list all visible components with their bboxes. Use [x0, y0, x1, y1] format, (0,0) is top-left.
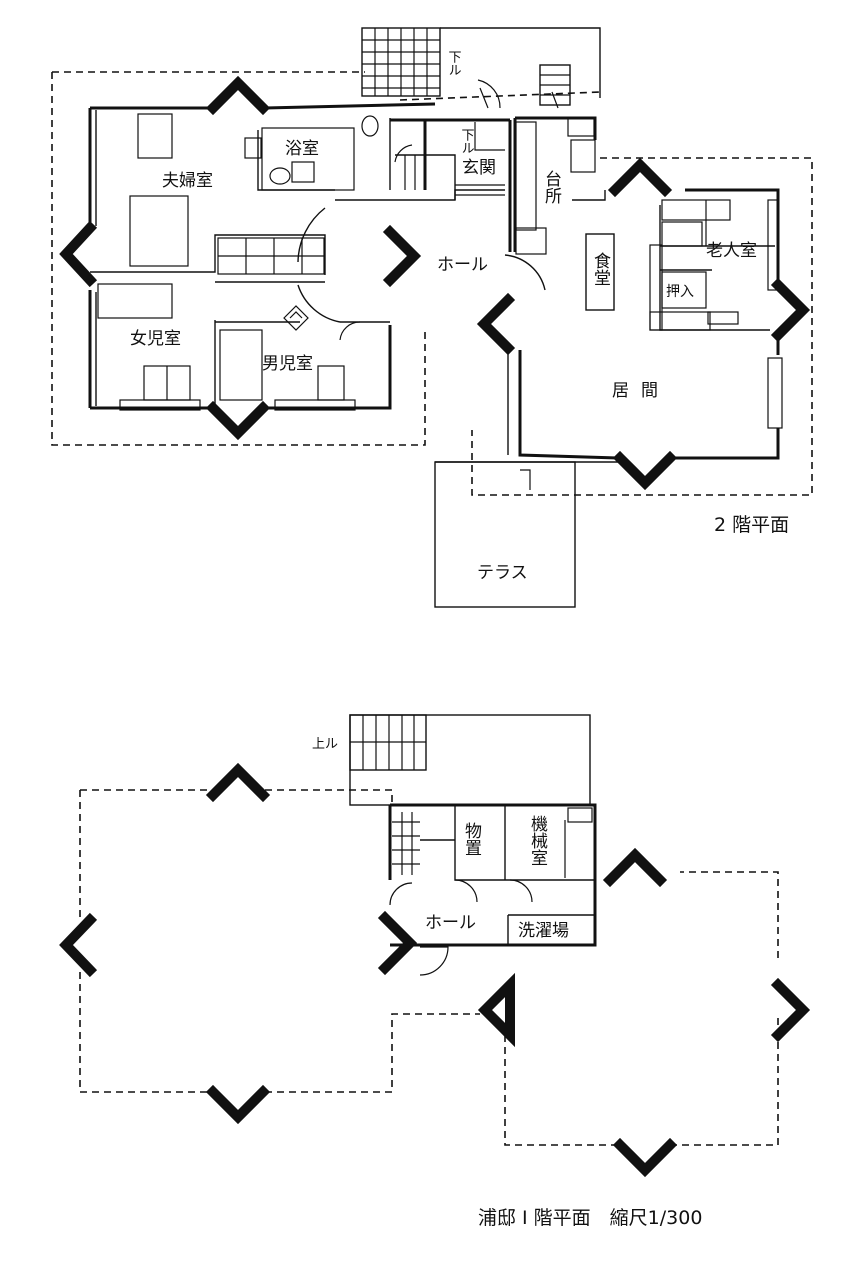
floor2-labels: 夫婦室 浴室 玄関 ホール 老人室 押入 女児室 男児室 居間 テラス 台所 食…: [130, 50, 789, 583]
room-label-terrace: テラス: [477, 563, 528, 583]
floor1-labels: 物置 機械室 ホール 洗濯場 上ル 浦邸 I 階平面 縮尺1/300: [312, 737, 702, 1229]
room-label-elder-room: 老人室: [706, 241, 757, 261]
room-label-dining: 食堂: [590, 252, 611, 286]
room-label-machine-room: 機械室: [527, 815, 548, 866]
room-label-bathroom: 浴室: [285, 139, 319, 159]
room-label-living: 居間: [612, 381, 670, 401]
room-label-master-bedroom: 夫婦室: [162, 171, 213, 191]
room-label-girls-room: 女児室: [130, 329, 181, 349]
room-label-entrance: 玄関: [462, 158, 496, 178]
stair-label-up: 上ル: [312, 737, 338, 752]
floor2-terrace: [434, 461, 576, 608]
room-label-boys-room: 男児室: [262, 354, 313, 374]
floor2-piers: [59, 75, 811, 491]
floor2-hall: [297, 189, 546, 341]
floor2-eaves-outline: [51, 71, 813, 496]
room-label-kitchen: 台所: [541, 170, 562, 204]
room-label-floor1-hall: ホール: [425, 913, 476, 933]
floor2-entrance-core: [390, 118, 512, 252]
floor1-caption: 浦邸 I 階平面 縮尺1/300: [478, 1207, 702, 1229]
stair-label-down-1: 下ル: [446, 50, 462, 76]
floor1-core: [349, 714, 597, 976]
floor1-piers: [59, 762, 811, 1178]
room-label-closet: 押入: [666, 284, 694, 300]
stair-label-down-2: 下ル: [459, 128, 475, 154]
floor2-bedroom-wing: [88, 102, 436, 411]
room-label-hall: ホール: [437, 255, 488, 275]
room-label-laundry: 洗濯場: [518, 921, 569, 941]
floor2-stair-top: [361, 27, 601, 109]
floor2-living-wing: [435, 188, 783, 490]
room-label-storage: 物置: [461, 822, 482, 856]
floor2-kitchen: [513, 116, 606, 255]
floor1-outline: [79, 789, 779, 1146]
floor2-caption: 2 階平面: [714, 514, 789, 536]
